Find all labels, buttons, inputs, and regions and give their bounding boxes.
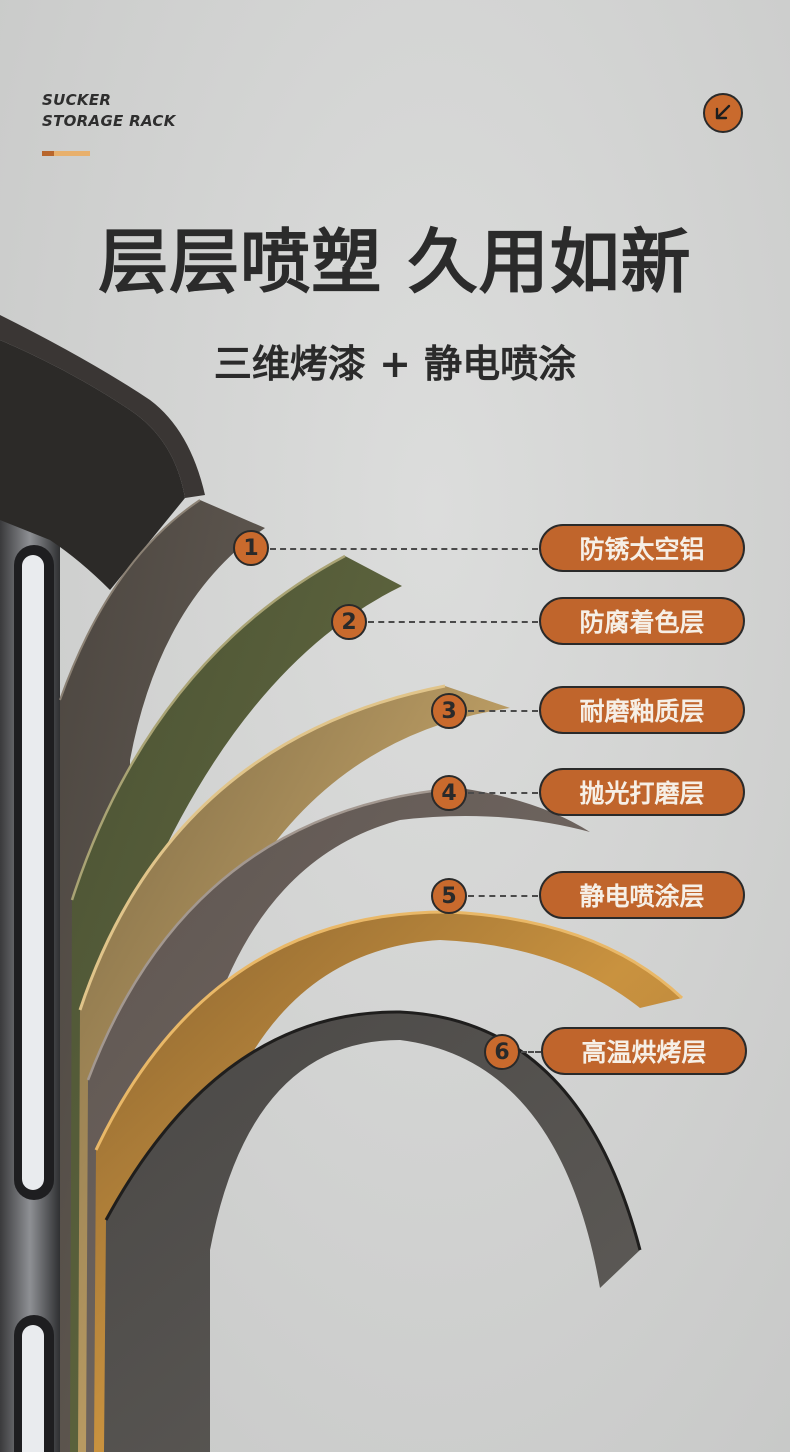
page-subtitle: 三维烤漆 + 静电喷涂 [213, 342, 577, 386]
brand-line-1: SUCKER [42, 91, 112, 109]
layer-label-2: 防腐着色层 [539, 597, 745, 645]
page-title: 层层喷塑 久用如新 [98, 221, 692, 303]
brand-accent-bar [42, 151, 90, 156]
layer-number-2: 2 [331, 604, 367, 640]
arrow-down-left-icon [703, 93, 743, 133]
layer-leader-4 [468, 792, 538, 794]
brand-block: SUCKER STORAGE RACK [42, 90, 176, 132]
layer-leader-2 [368, 621, 538, 623]
layer-number-6: 6 [484, 1034, 520, 1070]
brand-line-2: STORAGE RACK [42, 112, 176, 130]
layer-leader-6 [521, 1051, 541, 1053]
layer-number-5: 5 [431, 878, 467, 914]
layer-label-4: 抛光打磨层 [539, 768, 745, 816]
layer-label-5: 静电喷涂层 [539, 871, 745, 919]
layer-leader-3 [468, 710, 538, 712]
layer-leader-1 [270, 548, 538, 550]
layer-label-3: 耐磨釉质层 [539, 686, 745, 734]
layer-label-1: 防锈太空铝 [539, 524, 745, 572]
layer-number-3: 3 [431, 693, 467, 729]
layer-number-1: 1 [233, 530, 269, 566]
layer-label-6: 高温烘烤层 [541, 1027, 747, 1075]
layer-number-4: 4 [431, 775, 467, 811]
layer-leader-5 [468, 895, 538, 897]
